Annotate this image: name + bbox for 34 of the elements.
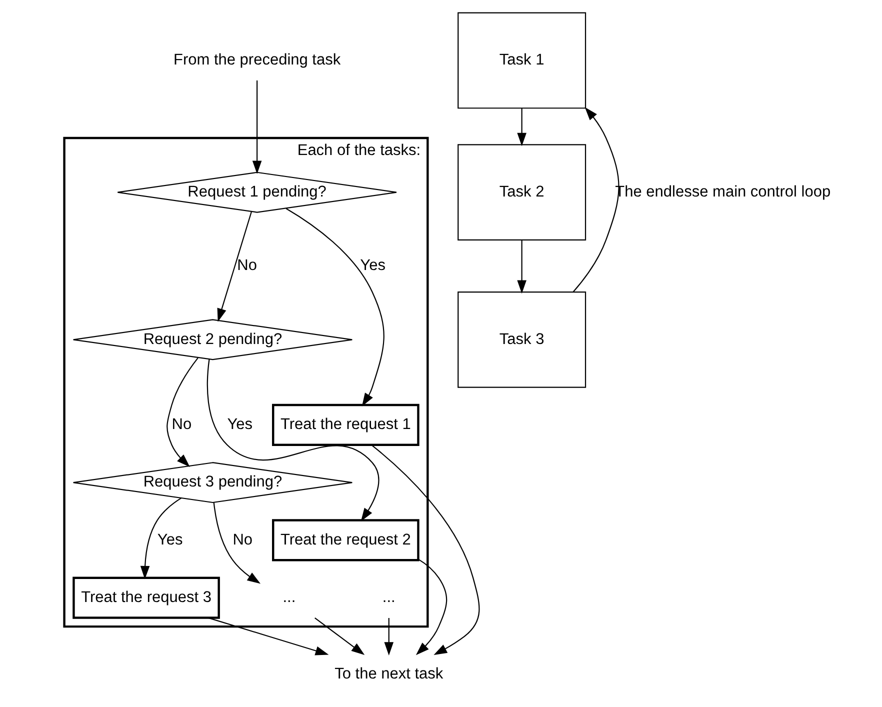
arrow (140, 498, 182, 580)
edge-label: No (236, 257, 256, 274)
edge-label: No (232, 531, 252, 548)
edge-label: Yes (360, 257, 385, 274)
node-box: Treat the request 1 (272, 404, 419, 446)
arrow (572, 107, 619, 292)
arrow (285, 208, 384, 406)
node-box: Task 1 (457, 12, 586, 109)
node-box: Task 2 (457, 144, 586, 240)
edge-label: Yes (226, 416, 252, 434)
arrow (252, 80, 262, 174)
arrow (314, 618, 364, 656)
arrow (415, 558, 447, 656)
arrow (370, 444, 480, 655)
arrow (207, 617, 328, 656)
node-diamond: Request 1 pending? (116, 172, 397, 213)
arrow (206, 359, 379, 522)
node-text: From the preceding task (172, 52, 340, 69)
arrow (384, 618, 394, 656)
node-text: To the next task (334, 665, 443, 682)
node-diamond: Request 3 pending? (72, 462, 352, 504)
arrow (516, 108, 526, 146)
arrow (166, 358, 198, 468)
arrow (516, 240, 526, 294)
node-box: Treat the request 3 (72, 576, 220, 619)
node-diamond: Request 2 pending? (72, 319, 352, 360)
node-text: ... (382, 588, 395, 606)
node-box: Task 3 (457, 291, 586, 388)
edge-label: Yes (156, 531, 182, 548)
arrow (212, 502, 260, 584)
node-box: Treat the request 2 (272, 519, 419, 562)
edge-label: No (171, 416, 192, 434)
node-text: ... (282, 588, 296, 606)
arrow (216, 211, 252, 322)
